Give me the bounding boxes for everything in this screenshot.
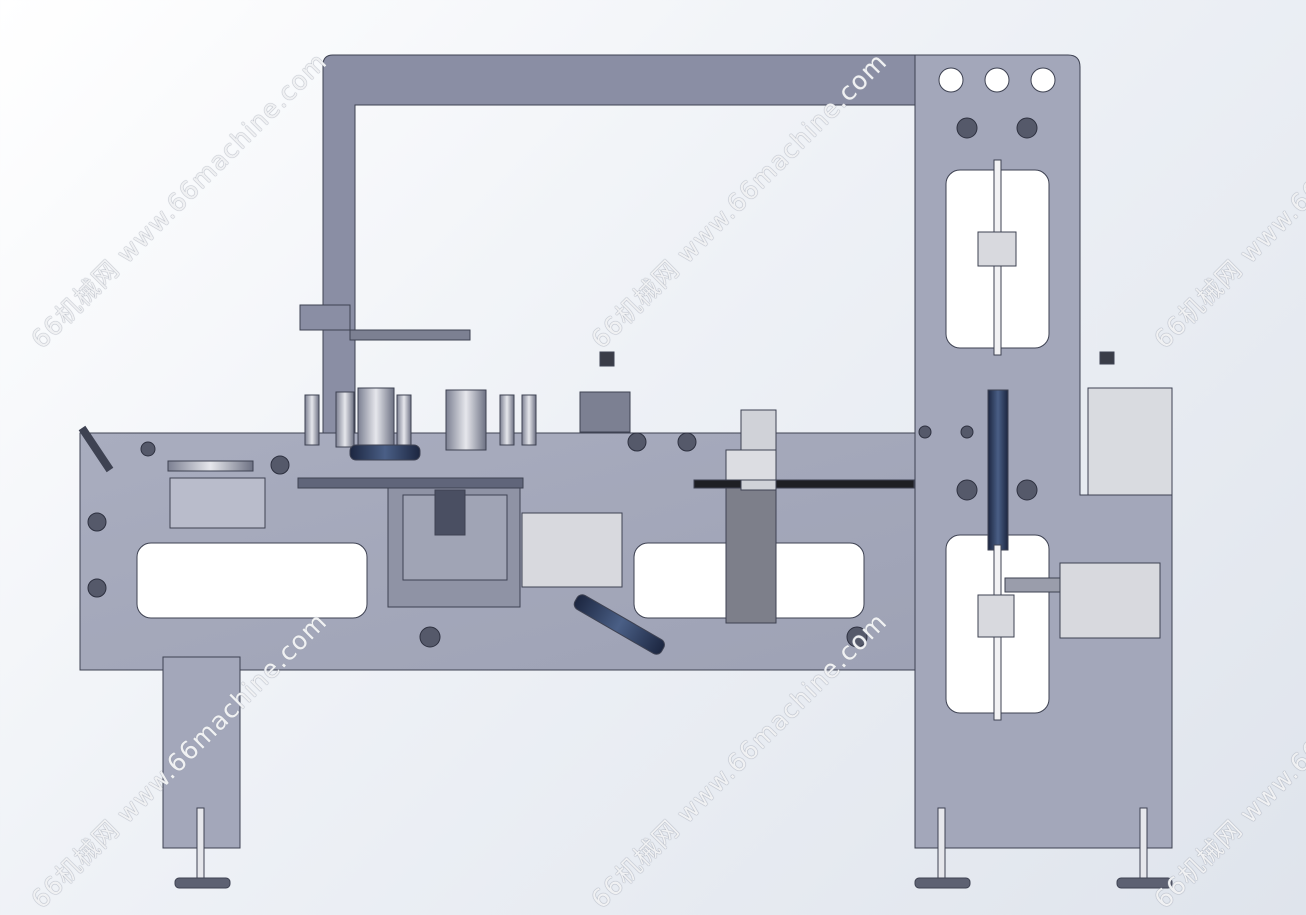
foot-middle [914,877,971,889]
guide-plate [725,487,777,624]
motor-box-left [521,512,623,588]
roller-mechanism [78,304,1115,473]
conveyor-belt [693,479,915,489]
legs [162,656,1173,889]
foot-right [1116,877,1173,889]
left-cutout [136,542,368,619]
right-tower [914,54,1173,849]
motor-box-right [1059,562,1161,639]
bearings [87,117,1038,648]
top-frame [322,54,929,441]
angled-cylinder [573,594,665,655]
vertical-cylinder [987,389,1009,551]
foot-left [174,877,231,889]
main-plate [79,409,916,671]
